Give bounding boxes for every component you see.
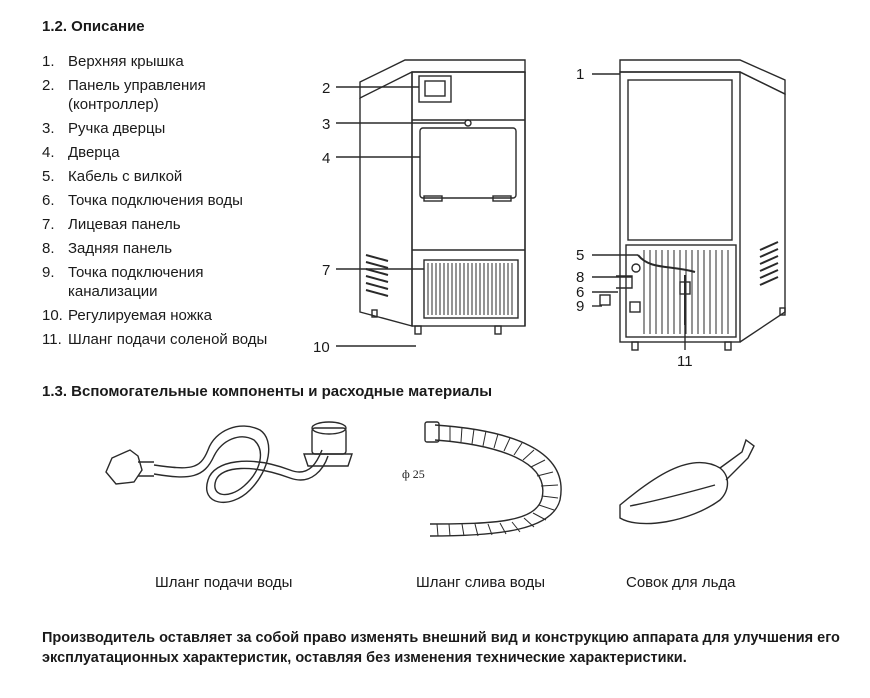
item-label: Верхняя крышка xyxy=(68,53,184,70)
back-grille xyxy=(625,244,737,338)
caption-water-inlet-hose: Шланг подачи воды xyxy=(155,574,293,591)
item-label: Задняя панель xyxy=(68,240,173,257)
item-number: 10. xyxy=(42,307,63,324)
list-item: 9. Точка подключения канализации xyxy=(42,263,312,301)
ice-machine-diagram: 2 3 4 7 10 1 5 8 6 9 11 xyxy=(313,59,786,370)
drain-diameter-label: ф 25 xyxy=(402,467,425,481)
manufacturer-notice: Производитель оставляет за собой право и… xyxy=(42,630,840,666)
list-item: 11. Шланг подачи соленой воды xyxy=(42,330,312,349)
list-item: 3. Ручка дверцы xyxy=(42,119,312,138)
power-cable xyxy=(637,254,696,273)
list-item: 5. Кабель с вилкой xyxy=(42,167,312,186)
item-label: Дверца xyxy=(68,144,120,161)
callout-1: 1 xyxy=(576,66,584,83)
item-label: Лицевая панель xyxy=(68,216,181,233)
back-panel xyxy=(627,79,733,241)
item-label: Регулируемая ножка xyxy=(68,307,212,324)
callout-6: 6 xyxy=(576,284,584,301)
list-item: 8. Задняя панель xyxy=(42,239,312,258)
callout-3: 3 xyxy=(322,116,330,133)
control-panel-shape xyxy=(418,75,452,103)
item-number: 8. xyxy=(42,240,55,257)
list-item: 2. Панель управления (контроллер) xyxy=(42,76,312,114)
item-label: Панель управления (контроллер) xyxy=(68,77,206,113)
item-number: 11. xyxy=(42,331,62,348)
item-label: Точка подключения канализации xyxy=(68,264,204,300)
caption-ice-scoop: Совок для льда xyxy=(626,574,736,591)
item-number: 3. xyxy=(42,120,55,137)
water-inlet-point xyxy=(631,263,641,273)
list-item: 10. Регулируемая ножка xyxy=(42,306,312,325)
item-number: 4. xyxy=(42,144,55,161)
drain-hose-icon xyxy=(424,421,562,537)
callout-5: 5 xyxy=(576,247,584,264)
item-number: 2. xyxy=(42,77,55,94)
item-label: Ручка дверцы xyxy=(68,120,166,137)
item-number: 5. xyxy=(42,168,55,185)
accessories-illustration: ф 25 xyxy=(105,421,755,537)
callout-11: 11 xyxy=(677,353,693,370)
item-number: 6. xyxy=(42,192,55,209)
back-face xyxy=(619,71,741,343)
callout-2: 2 xyxy=(322,80,330,97)
item-number: 9. xyxy=(42,264,55,281)
door-shape xyxy=(419,127,517,199)
item-number: 1. xyxy=(42,53,55,70)
callout-10: 10 xyxy=(313,339,330,356)
drain-point xyxy=(599,294,611,306)
item-label: Кабель с вилкой xyxy=(68,168,183,185)
front-foot xyxy=(414,325,422,335)
list-item: 1. Верхняя крышка xyxy=(42,52,312,71)
callout-9: 9 xyxy=(576,298,584,315)
front-top-cover xyxy=(359,59,526,100)
parts-list: 1. Верхняя крышка 2. Панель управления (ко… xyxy=(42,52,312,354)
section-title-accessories: 1.3. Вспомогательные компоненты и расход… xyxy=(42,383,493,400)
callout-7: 7 xyxy=(322,262,330,279)
list-item: 6. Точка подключения воды xyxy=(42,191,312,210)
callout-8: 8 xyxy=(576,269,584,286)
caption-drain-hose: Шланг слива воды xyxy=(416,574,546,591)
list-item: 7. Лицевая панель xyxy=(42,215,312,234)
callout-4: 4 xyxy=(322,150,330,167)
list-item: 4. Дверца xyxy=(42,143,312,162)
ice-scoop-icon xyxy=(619,438,755,525)
item-number: 7. xyxy=(42,216,55,233)
front-grille xyxy=(423,259,519,319)
item-label: Точка подключения воды xyxy=(68,192,243,209)
item-label: Шланг подачи соленой воды xyxy=(68,331,268,348)
section-title-description: 1.2. Описание xyxy=(42,18,145,35)
water-inlet-hose-icon xyxy=(105,421,353,504)
back-top-cover xyxy=(619,59,786,96)
